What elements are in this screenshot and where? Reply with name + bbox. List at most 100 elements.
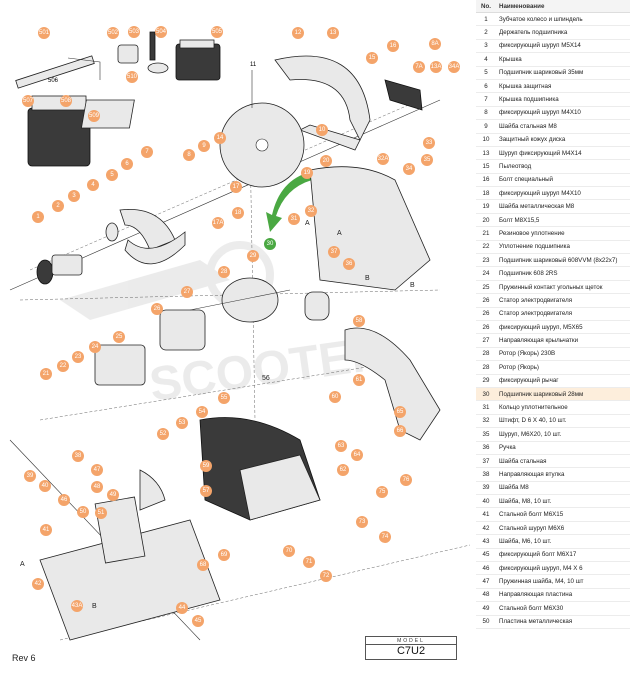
callout-13[interactable]: 13	[327, 27, 339, 39]
callout-68[interactable]: 68	[197, 559, 209, 571]
callout-55[interactable]: 55	[218, 392, 230, 404]
callout-6[interactable]: 6	[121, 158, 133, 170]
callout-9[interactable]: 9	[198, 140, 210, 152]
callout-503[interactable]: 503	[128, 26, 140, 38]
callout-1[interactable]: 1	[32, 211, 44, 223]
callout-15[interactable]: 15	[366, 52, 378, 64]
callout-35[interactable]: 35	[421, 154, 433, 166]
callout-53[interactable]: 53	[176, 417, 188, 429]
callout-59[interactable]: 59	[200, 460, 212, 472]
callout-48[interactable]: 48	[91, 481, 103, 493]
callout-41[interactable]: 41	[40, 524, 52, 536]
callout-10[interactable]: 10	[316, 124, 328, 136]
callout-62[interactable]: 62	[337, 464, 349, 476]
callout-17[interactable]: 17	[230, 181, 242, 193]
callout-25[interactable]: 25	[113, 331, 125, 343]
callout-65[interactable]: 65	[394, 406, 406, 418]
callout-12[interactable]: 12	[292, 27, 304, 39]
callout-32a[interactable]: 32A	[377, 153, 389, 165]
callout-60[interactable]: 60	[329, 391, 341, 403]
callout-70[interactable]: 70	[283, 545, 295, 557]
callout-42[interactable]: 42	[32, 578, 44, 590]
callout-61[interactable]: 61	[353, 374, 365, 386]
callout-74[interactable]: 74	[379, 531, 391, 543]
callout-505[interactable]: 505	[211, 26, 223, 38]
callout-504[interactable]: 504	[155, 26, 167, 38]
callout-502[interactable]: 502	[107, 27, 119, 39]
callout-75[interactable]: 75	[376, 486, 388, 498]
callout-50[interactable]: 50	[77, 506, 89, 518]
callout-33[interactable]: 33	[423, 137, 435, 149]
callout-22[interactable]: 22	[57, 360, 69, 372]
callout-46[interactable]: 46	[58, 494, 70, 506]
callout-58[interactable]: 58	[353, 315, 365, 327]
callout-30[interactable]: 30	[264, 238, 276, 250]
callout-43a[interactable]: 43A	[71, 600, 83, 612]
callout-47[interactable]: 47	[91, 464, 103, 476]
callout-54[interactable]: 54	[196, 406, 208, 418]
callout-510[interactable]: 510	[126, 71, 138, 83]
callout-508[interactable]: 508	[60, 95, 72, 107]
callout-37[interactable]: 37	[328, 246, 340, 258]
callout-3[interactable]: 3	[68, 190, 80, 202]
callout-4[interactable]: 4	[87, 179, 99, 191]
callout-73[interactable]: 73	[356, 516, 368, 528]
callout-45[interactable]: 45	[192, 615, 204, 627]
callout-501[interactable]: 501	[38, 27, 50, 39]
callout-49[interactable]: 49	[107, 489, 119, 501]
callout-18[interactable]: 18	[232, 207, 244, 219]
callout-8a[interactable]: 8A	[429, 38, 441, 50]
callout-63[interactable]: 63	[335, 440, 347, 452]
callout-34a[interactable]: 34A	[448, 61, 460, 73]
callout-507[interactable]: 507	[22, 95, 34, 107]
callout-19[interactable]: 19	[301, 167, 313, 179]
callout-57[interactable]: 57	[200, 485, 212, 497]
callout-24[interactable]: 24	[89, 341, 101, 353]
callout-13a[interactable]: 13A	[430, 61, 442, 73]
callout-8[interactable]: 8	[183, 149, 195, 161]
callout-52[interactable]: 52	[157, 428, 169, 440]
callout-39[interactable]: 39	[24, 470, 36, 482]
callout-31[interactable]: 31	[288, 213, 300, 225]
callout-36[interactable]: 36	[343, 258, 355, 270]
callout-28[interactable]: 28	[218, 266, 230, 278]
callout-27[interactable]: 27	[181, 286, 193, 298]
callout-44[interactable]: 44	[176, 602, 188, 614]
callout-509[interactable]: 509	[88, 110, 100, 122]
callout-40[interactable]: 40	[39, 480, 51, 492]
